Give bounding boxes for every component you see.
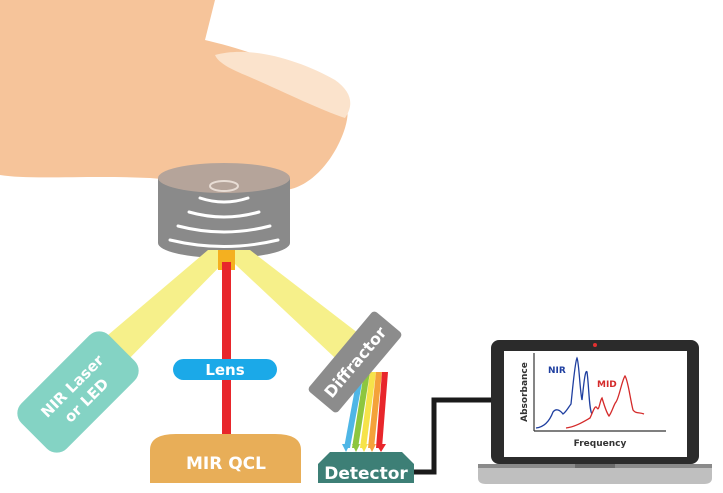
plot-ylabel: Absorbance [520,362,530,422]
nir-beam [88,250,380,372]
laptop-icon [478,340,712,484]
mir-source: MIR QCL [150,434,301,483]
dispersed-beams [342,372,388,452]
detector: Detector [318,452,414,484]
lens: Lens [173,359,277,380]
mir-beam [222,262,231,442]
mir-source-label: MIR QCL [186,454,266,474]
fingertip-icon [0,0,351,190]
mid-series-line [565,374,645,429]
nir-series-line [535,356,593,429]
lens-label: Lens [205,361,244,379]
plot-xlabel: Frequency [574,439,627,449]
series-nir-label: NIR [548,366,566,376]
spectrum-chart-icon: Absorbance Frequency NIR MID [520,353,666,449]
sensor-icon [158,163,290,258]
series-mid-label: MID [597,380,617,390]
detector-label: Detector [324,464,408,484]
cable [414,397,496,475]
